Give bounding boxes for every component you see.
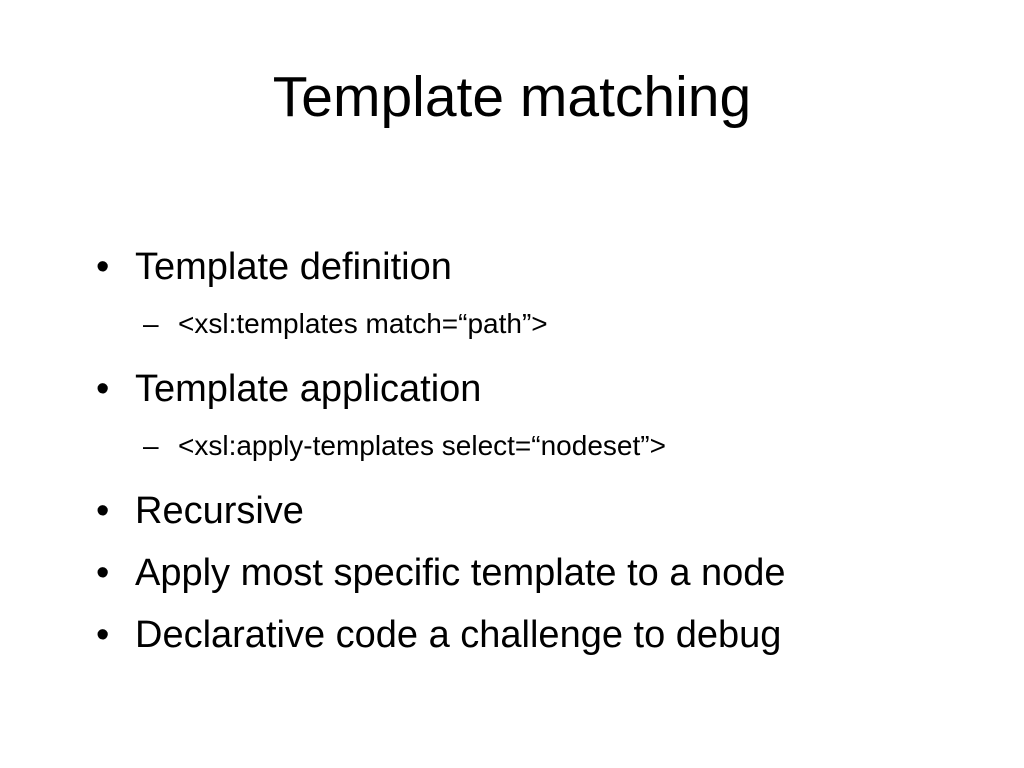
bullet-text: Recursive — [135, 490, 304, 532]
bullet-item-recursive: • Recursive — [96, 480, 786, 542]
bullet-text: Apply most specific template to a node — [135, 552, 786, 594]
bullet-marker: • — [96, 614, 110, 656]
bullet-item-template-application: • Template application — [96, 358, 786, 420]
bullet-marker: • — [96, 368, 110, 410]
bullet-item-template-definition: • Template definition — [96, 236, 786, 298]
sub-bullet-text: <xsl:templates match=“path”> — [178, 308, 548, 339]
sub-bullet-text: <xsl:apply-templates select=“nodeset”> — [178, 430, 666, 461]
bullet-marker: • — [96, 490, 110, 532]
bullet-list: • Template definition – <xsl:templates m… — [96, 236, 786, 666]
sub-bullet-item-xsl-apply-templates: – <xsl:apply-templates select=“nodeset”> — [96, 416, 786, 478]
bullet-text: Declarative code a challenge to debug — [135, 614, 782, 656]
bullet-item-declarative-code: • Declarative code a challenge to debug — [96, 604, 786, 666]
sub-bullet-item-xsl-templates: – <xsl:templates match=“path”> — [96, 294, 786, 356]
bullet-item-apply-most-specific: • Apply most specific template to a node — [96, 542, 786, 604]
bullet-text: Template definition — [135, 246, 452, 288]
bullet-text: Template application — [135, 368, 482, 410]
bullet-marker: • — [96, 552, 110, 594]
dash-marker: – — [143, 308, 159, 339]
slide-title: Template matching — [272, 65, 752, 129]
dash-marker: – — [143, 430, 159, 461]
bullet-marker: • — [96, 246, 110, 288]
